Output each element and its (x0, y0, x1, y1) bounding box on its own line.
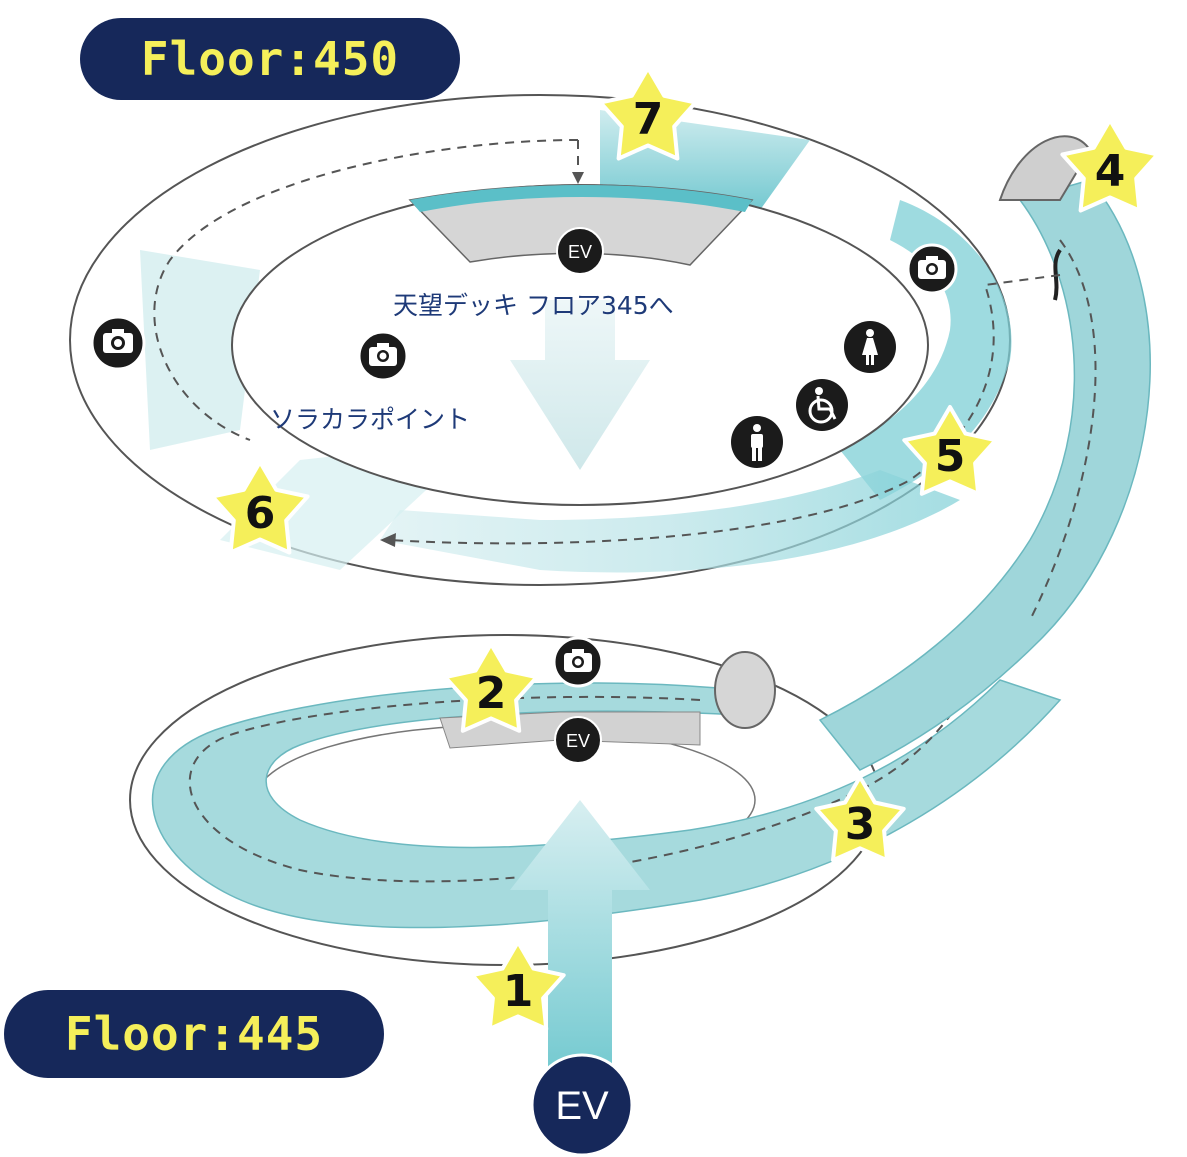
star-number-4: 4 (1095, 146, 1126, 197)
star-marker-icon (902, 405, 998, 496)
star-number-3: 3 (845, 799, 876, 850)
star-marker-7: 7 (598, 66, 698, 161)
star-marker-icon (1060, 118, 1160, 213)
star-marker-icon (470, 940, 566, 1031)
floor-445-badge: Floor:445 (4, 990, 384, 1078)
floor-450-badge: Floor:450 (80, 18, 460, 100)
star-marker-1: 1 (470, 940, 566, 1031)
camera-icon (357, 330, 409, 382)
camera-icon (906, 243, 958, 295)
star-number-2: 2 (476, 668, 507, 719)
star-marker-4: 4 (1060, 118, 1160, 213)
star-number-5: 5 (935, 431, 966, 482)
male-restroom-icon (731, 416, 783, 468)
star-marker-2: 2 (443, 642, 539, 733)
tembo-deck-label: 天望デッキ フロア345へ (393, 291, 674, 320)
star-marker-6: 6 (210, 460, 310, 555)
rising-ramp (818, 135, 1151, 771)
upper-ramp (69, 94, 1061, 586)
star-marker-icon (598, 66, 698, 161)
camera-icon (90, 315, 146, 371)
female-restroom-icon (844, 321, 896, 373)
lower-ramp (129, 634, 1062, 966)
elevator-icon-middle: EV (554, 716, 602, 764)
star-number-7: 7 (633, 94, 664, 145)
wheelchair-icon (796, 379, 848, 431)
star-marker-5: 5 (902, 405, 998, 496)
star-marker-icon (814, 775, 906, 863)
star-marker-icon (443, 642, 539, 733)
elevator-label-middle: EV (566, 731, 590, 751)
star-number-6: 6 (245, 488, 276, 539)
elevator-label-top: EV (568, 242, 592, 262)
star-marker-icon (210, 460, 310, 555)
star-markers: 1 2 3 4 5 6 7 (210, 66, 1160, 1031)
elevator-label-bottom: EV (555, 1084, 609, 1128)
elevator-icon-top: EV (556, 227, 604, 275)
star-marker-3: 3 (814, 775, 906, 863)
star-number-1: 1 (503, 966, 534, 1017)
entry-arrow (510, 800, 650, 1100)
elevator-icon-bottom: EV (530, 1053, 634, 1157)
camera-icon (552, 636, 604, 688)
sorakara-point-label: ソラカラポイント (270, 405, 471, 434)
